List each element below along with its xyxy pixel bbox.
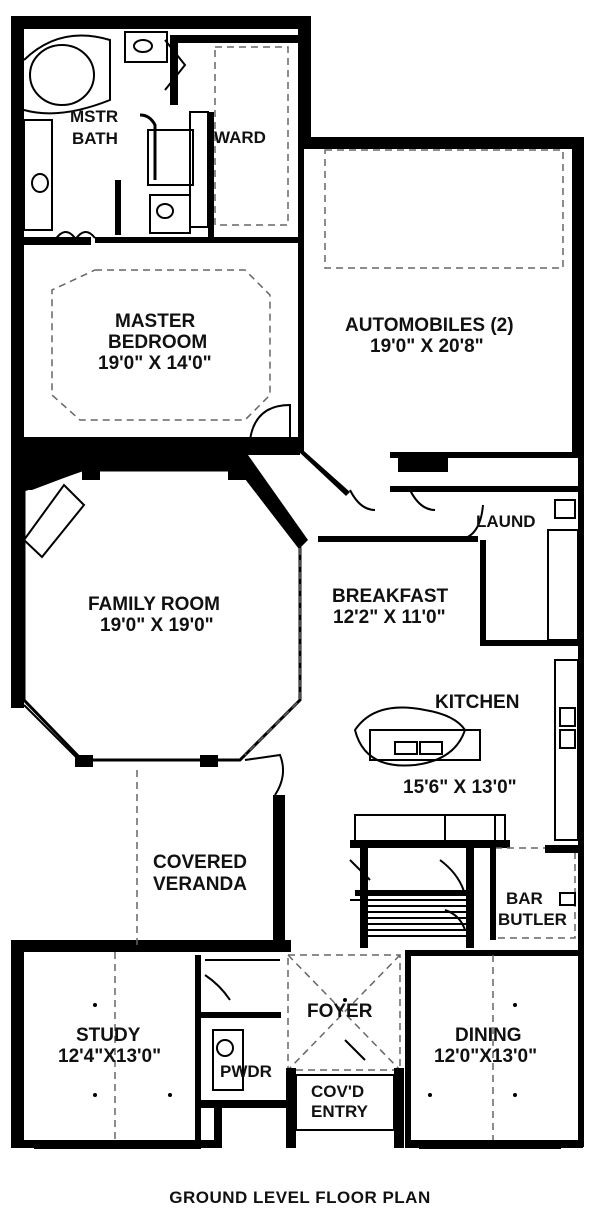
- kitchen-dims: 15'6" X 13'0": [403, 777, 517, 798]
- foyer: [286, 954, 404, 1148]
- staircase: [349, 848, 474, 948]
- breakfast-dims: 12'2" X 11'0": [333, 607, 446, 628]
- mstr-bath-label-line1: MSTR: [70, 107, 118, 126]
- family-room-label: FAMILY ROOM: [88, 594, 220, 615]
- room-labels: MSTR BATH WARD MASTER BEDROOM 19'0" X 14…: [58, 107, 567, 1121]
- master-bath: [11, 31, 300, 245]
- foyer-label: FOYER: [307, 1001, 373, 1022]
- study-dims: 12'4"X13'0": [58, 1046, 161, 1067]
- powder-room: [201, 959, 286, 1148]
- covered-veranda-label-line1: COVERED: [153, 852, 247, 873]
- study: [34, 952, 201, 1149]
- bar-butler: [490, 845, 580, 940]
- mstr-bath-label-line2: BATH: [72, 129, 118, 148]
- laund-label: LAUND: [476, 512, 536, 531]
- kitchen: [350, 659, 579, 848]
- plan-caption: GROUND LEVEL FLOOR PLAN: [169, 1188, 430, 1207]
- walk-in-wardrobe: [170, 35, 298, 240]
- dining-dims: 12'0"X13'0": [434, 1046, 537, 1067]
- master-bedroom-label-line2: BEDROOM: [108, 332, 207, 353]
- pwdr-label: PWDR: [220, 1062, 272, 1081]
- master-bedroom-label-line1: MASTER: [115, 311, 196, 332]
- ward-label: WARD: [214, 128, 266, 147]
- study-label: STUDY: [76, 1025, 141, 1046]
- exterior-walls: [11, 16, 584, 1148]
- breakfast-label: BREAKFAST: [332, 586, 449, 607]
- covd-entry-label-line2: ENTRY: [311, 1102, 369, 1121]
- covered-veranda-label-line2: VERANDA: [153, 874, 247, 895]
- covd-entry-label-line1: COV'D: [311, 1082, 364, 1101]
- covered-veranda: [136, 770, 285, 945]
- family-room-dims: 19'0" X 19'0": [100, 615, 214, 636]
- laundry: [318, 486, 580, 646]
- garage: [298, 141, 580, 511]
- dining: [405, 950, 561, 1149]
- kitchen-label: KITCHEN: [435, 692, 519, 713]
- automobiles-dims: 19'0" X 20'8": [370, 336, 484, 357]
- family-room: [11, 455, 302, 796]
- master-bedroom-dims: 19'0" X 14'0": [98, 353, 212, 374]
- dining-label: DINING: [455, 1025, 522, 1046]
- master-bedroom: [24, 269, 298, 445]
- bar-butler-label-line2: BUTLER: [498, 910, 567, 929]
- bar-butler-label-line1: BAR: [506, 889, 543, 908]
- automobiles-label: AUTOMOBILES (2): [345, 315, 514, 336]
